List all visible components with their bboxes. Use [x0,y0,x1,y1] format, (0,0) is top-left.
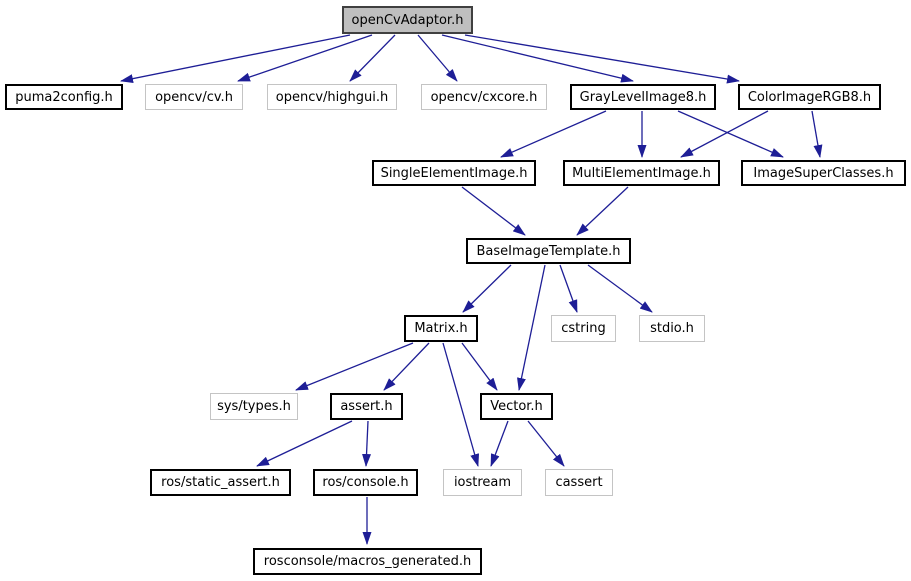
node-rosconsole_macros_generated[interactable]: rosconsole/macros_generated.h [253,548,482,575]
edge-singleelementimage-to-baseimagetemplate [461,186,526,236]
node-label-rosconsole_macros_generated: rosconsole/macros_generated.h [263,554,472,569]
node-label-colorimagergb8: ColorImageRGB8.h [747,89,872,105]
edge-baseimagetemplate-to-vector [517,264,546,391]
edge-opencvadaptor-to-colorimagergb8 [464,34,740,84]
node-label-stdio: stdio.h [650,321,694,336]
edge-opencvadaptor-to-opencv_cv [237,34,373,82]
node-opencvadaptor: openCvAdaptor.h [342,6,473,34]
node-multielementimage[interactable]: MultiElementImage.h [563,160,720,186]
edge-baseimagetemplate-to-stdio [587,264,653,313]
node-label-cassert: cassert [555,475,603,490]
node-opencv_cxcore: opencv/cxcore.h [421,84,547,110]
node-label-vector: Vector.h [490,399,543,414]
edge-baseimagetemplate-to-cstring [559,264,578,313]
node-label-imagesuperclasses: ImageSuperClasses.h [753,165,894,181]
node-label-opencv_cv: opencv/cv.h [155,89,233,105]
node-opencv_highgui: opencv/highgui.h [267,84,397,110]
node-graylevelimage8[interactable]: GrayLevelImage8.h [570,84,716,110]
node-label-baseimagetemplate: BaseImageTemplate.h [476,243,621,259]
edge-matrix-to-assert [383,342,430,391]
node-cstring: cstring [551,315,616,342]
node-opencv_cv: opencv/cv.h [145,84,243,110]
edge-opencvadaptor-to-graylevelimage8 [441,34,634,83]
node-label-puma2config: puma2config.h [15,89,113,105]
edge-assert-to-ros_static_assert [256,420,353,467]
node-label-matrix: Matrix.h [414,321,468,336]
node-label-opencvadaptor: openCvAdaptor.h [351,12,464,28]
node-ros_static_assert[interactable]: ros/static_assert.h [150,469,291,496]
node-label-sys_types: sys/types.h [217,399,291,414]
node-label-multielementimage: MultiElementImage.h [572,165,711,181]
edge-vector-to-cassert [527,420,565,467]
node-label-graylevelimage8: GrayLevelImage8.h [579,89,707,105]
node-stdio: stdio.h [639,315,705,342]
edge-opencvadaptor-to-opencv_cxcore [417,34,458,82]
edge-assert-to-ros_console [362,420,372,467]
node-puma2config[interactable]: puma2config.h [5,84,123,110]
node-assert[interactable]: assert.h [330,393,403,420]
node-label-ros_static_assert: ros/static_assert.h [161,475,280,490]
edge-matrix-to-iostream [442,342,480,467]
node-cassert: cassert [545,469,613,496]
edge-opencvadaptor-to-opencv_highgui [349,34,396,82]
node-imagesuperclasses[interactable]: ImageSuperClasses.h [741,160,906,186]
node-vector[interactable]: Vector.h [480,393,553,420]
node-baseimagetemplate[interactable]: BaseImageTemplate.h [466,238,631,264]
node-singleelementimage[interactable]: SingleElementImage.h [372,160,536,186]
edge-matrix-to-sys_types [295,342,414,391]
node-matrix[interactable]: Matrix.h [404,315,478,342]
edge-graylevelimage8-to-singleelementimage [500,110,607,158]
edge-multielementimage-to-baseimagetemplate [576,186,629,236]
node-label-cstring: cstring [561,321,606,336]
edge-graylevelimage8-to-imagesuperclasses [677,110,784,158]
node-label-opencv_highgui: opencv/highgui.h [275,89,389,105]
node-label-assert: assert.h [340,399,393,414]
node-label-ros_console: ros/console.h [322,475,409,490]
node-colorimagergb8[interactable]: ColorImageRGB8.h [738,84,881,110]
node-ros_console[interactable]: ros/console.h [313,469,418,496]
edge-colorimagergb8-to-imagesuperclasses [811,110,823,158]
node-sys_types: sys/types.h [210,393,298,420]
node-label-opencv_cxcore: opencv/cxcore.h [430,89,538,105]
edge-vector-to-iostream [490,420,509,467]
edge-matrix-to-vector [461,342,498,391]
edge-opencvadaptor-to-puma2config [120,34,351,84]
edge-colorimagergb8-to-multielementimage [680,110,769,158]
node-label-singleelementimage: SingleElementImage.h [380,165,528,181]
node-label-iostream: iostream [453,475,512,490]
node-iostream: iostream [443,469,522,496]
edge-baseimagetemplate-to-matrix [462,264,512,313]
